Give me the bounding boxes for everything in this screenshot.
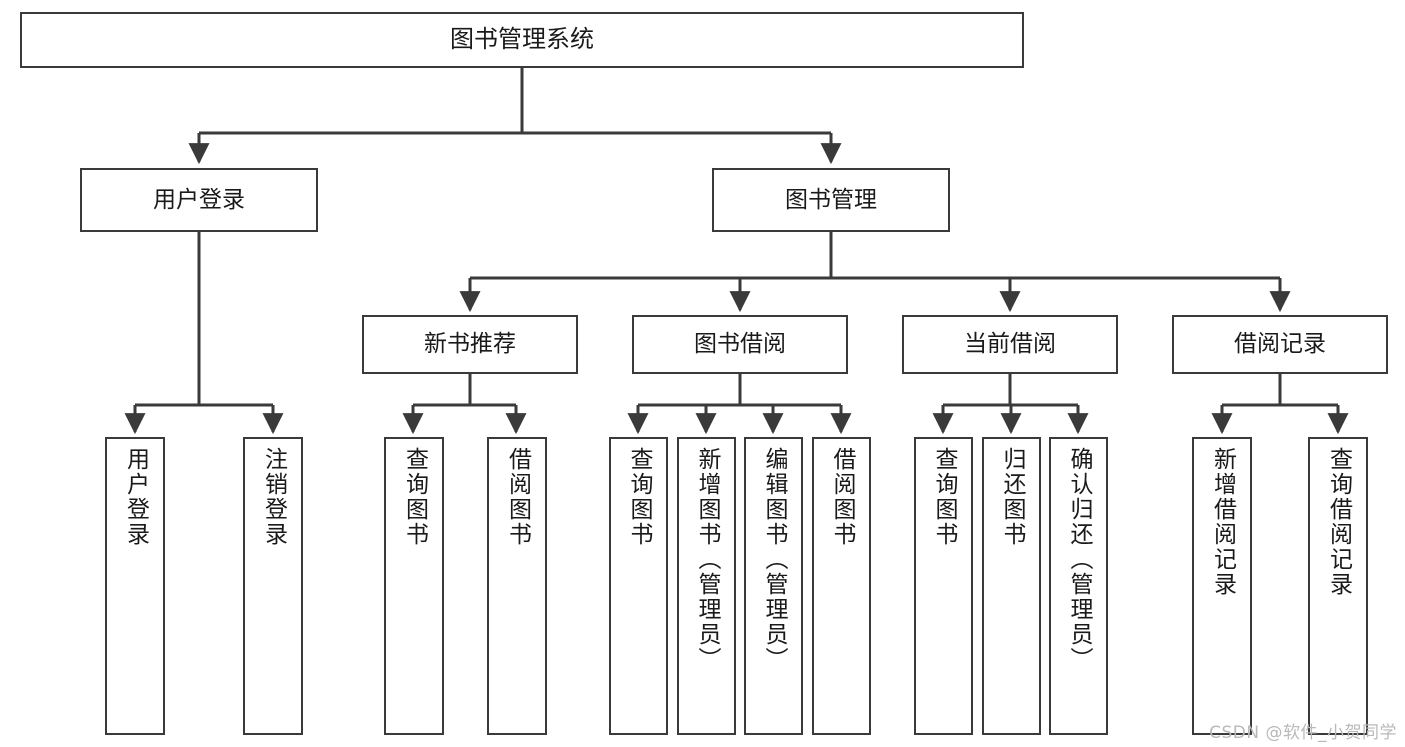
node-leaf-user-login[interactable]: 用户登录 — [105, 437, 165, 735]
node-leaf-bb-query-book-label: 查询图书 — [626, 447, 652, 547]
node-borrow-record[interactable]: 借阅记录 — [1172, 315, 1388, 374]
node-user-login[interactable]: 用户登录 — [80, 168, 318, 232]
node-leaf-bb-query-book[interactable]: 查询图书 — [609, 437, 668, 735]
node-leaf-bb-borrow-book[interactable]: 借阅图书 — [812, 437, 871, 735]
node-leaf-bb-edit-book[interactable]: 编辑图书（管理员） — [744, 437, 803, 735]
node-leaf-br-add-record[interactable]: 新增借阅记录 — [1192, 437, 1252, 735]
node-leaf-rec-borrow-book-label: 借阅图书 — [504, 447, 531, 547]
node-leaf-cb-confirm-return[interactable]: 确认归还（管理员） — [1049, 437, 1108, 735]
node-leaf-br-query-record[interactable]: 查询借阅记录 — [1308, 437, 1368, 735]
node-leaf-cb-return-book[interactable]: 归还图书 — [982, 437, 1041, 735]
watermark-text: CSDN @软件_小贺同学 — [1209, 723, 1397, 743]
node-book-mgmt-label: 图书管理 — [785, 186, 877, 213]
node-leaf-user-login-label: 用户登录 — [122, 447, 149, 547]
node-leaf-cb-query-book[interactable]: 查询图书 — [914, 437, 973, 735]
node-leaf-user-logout[interactable]: 注销登录 — [243, 437, 303, 735]
node-leaf-cb-query-book-label: 查询图书 — [931, 447, 957, 547]
node-new-book-rec-label: 新书推荐 — [424, 331, 516, 358]
node-leaf-br-query-record-label: 查询借阅记录 — [1325, 447, 1352, 597]
node-new-book-rec[interactable]: 新书推荐 — [362, 315, 578, 374]
node-root[interactable]: 图书管理系统 — [20, 12, 1024, 68]
node-leaf-cb-return-book-label: 归还图书 — [999, 447, 1025, 547]
node-leaf-br-add-record-label: 新增借阅记录 — [1209, 447, 1236, 597]
node-borrow-record-label: 借阅记录 — [1234, 331, 1326, 358]
node-current-borrow[interactable]: 当前借阅 — [902, 315, 1118, 374]
node-leaf-bb-edit-book-label: 编辑图书（管理员） — [761, 447, 787, 672]
node-book-borrow[interactable]: 图书借阅 — [632, 315, 848, 374]
node-leaf-user-logout-label: 注销登录 — [260, 447, 287, 547]
node-leaf-rec-borrow-book[interactable]: 借阅图书 — [487, 437, 547, 735]
node-leaf-rec-query-book[interactable]: 查询图书 — [384, 437, 444, 735]
node-root-label: 图书管理系统 — [450, 25, 594, 54]
node-book-mgmt[interactable]: 图书管理 — [712, 168, 950, 232]
node-leaf-bb-borrow-book-label: 借阅图书 — [829, 447, 855, 547]
node-book-borrow-label: 图书借阅 — [694, 331, 786, 358]
node-leaf-bb-add-book-label: 新增图书（管理员） — [694, 447, 720, 672]
node-leaf-rec-query-book-label: 查询图书 — [401, 447, 428, 547]
node-leaf-cb-confirm-return-label: 确认归还（管理员） — [1066, 447, 1092, 672]
node-leaf-bb-add-book[interactable]: 新增图书（管理员） — [677, 437, 736, 735]
node-current-borrow-label: 当前借阅 — [964, 331, 1056, 358]
node-user-login-label: 用户登录 — [153, 186, 245, 213]
